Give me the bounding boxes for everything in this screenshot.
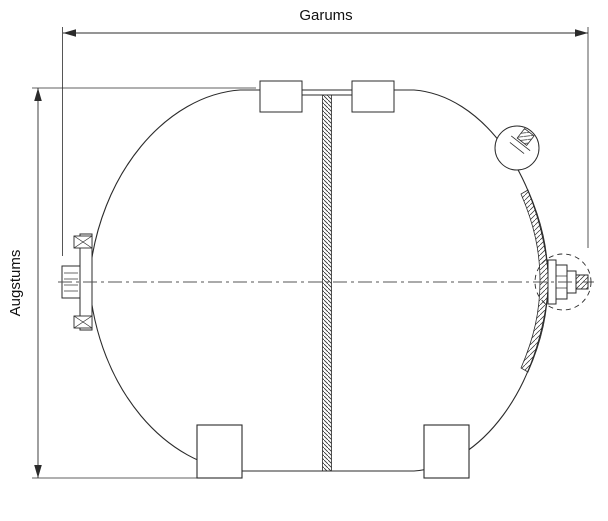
tank-shell-outline xyxy=(88,89,550,472)
height-dimension-label: Augstums xyxy=(7,250,24,317)
arrow-up-icon xyxy=(34,88,42,101)
flange-bolt-top xyxy=(73,235,93,249)
end-weld-seam-band xyxy=(520,189,549,373)
foot-right xyxy=(423,424,470,479)
detail-callout-circle xyxy=(534,253,592,311)
bracket-tab-left xyxy=(259,80,303,113)
foot-left xyxy=(196,424,243,479)
arrow-right-icon xyxy=(575,29,588,37)
length-dimension-label: Garums xyxy=(299,7,352,24)
lifting-bracket xyxy=(259,80,395,113)
tank-feet xyxy=(196,424,470,479)
air-valve xyxy=(494,125,540,171)
center-weld-seam xyxy=(322,94,332,472)
end-weld-seam xyxy=(520,189,549,373)
tank-shell xyxy=(88,89,550,472)
length-dimension: Garums xyxy=(62,7,589,256)
arrow-left-icon xyxy=(63,29,76,37)
height-dimension: Augstums xyxy=(7,87,256,479)
air-valve-stem xyxy=(509,127,535,154)
center-weld-seam-band xyxy=(322,94,332,472)
flange-bolt-bottom xyxy=(73,315,93,329)
arrow-down-icon xyxy=(34,465,42,478)
bracket-tab-right xyxy=(351,80,395,113)
